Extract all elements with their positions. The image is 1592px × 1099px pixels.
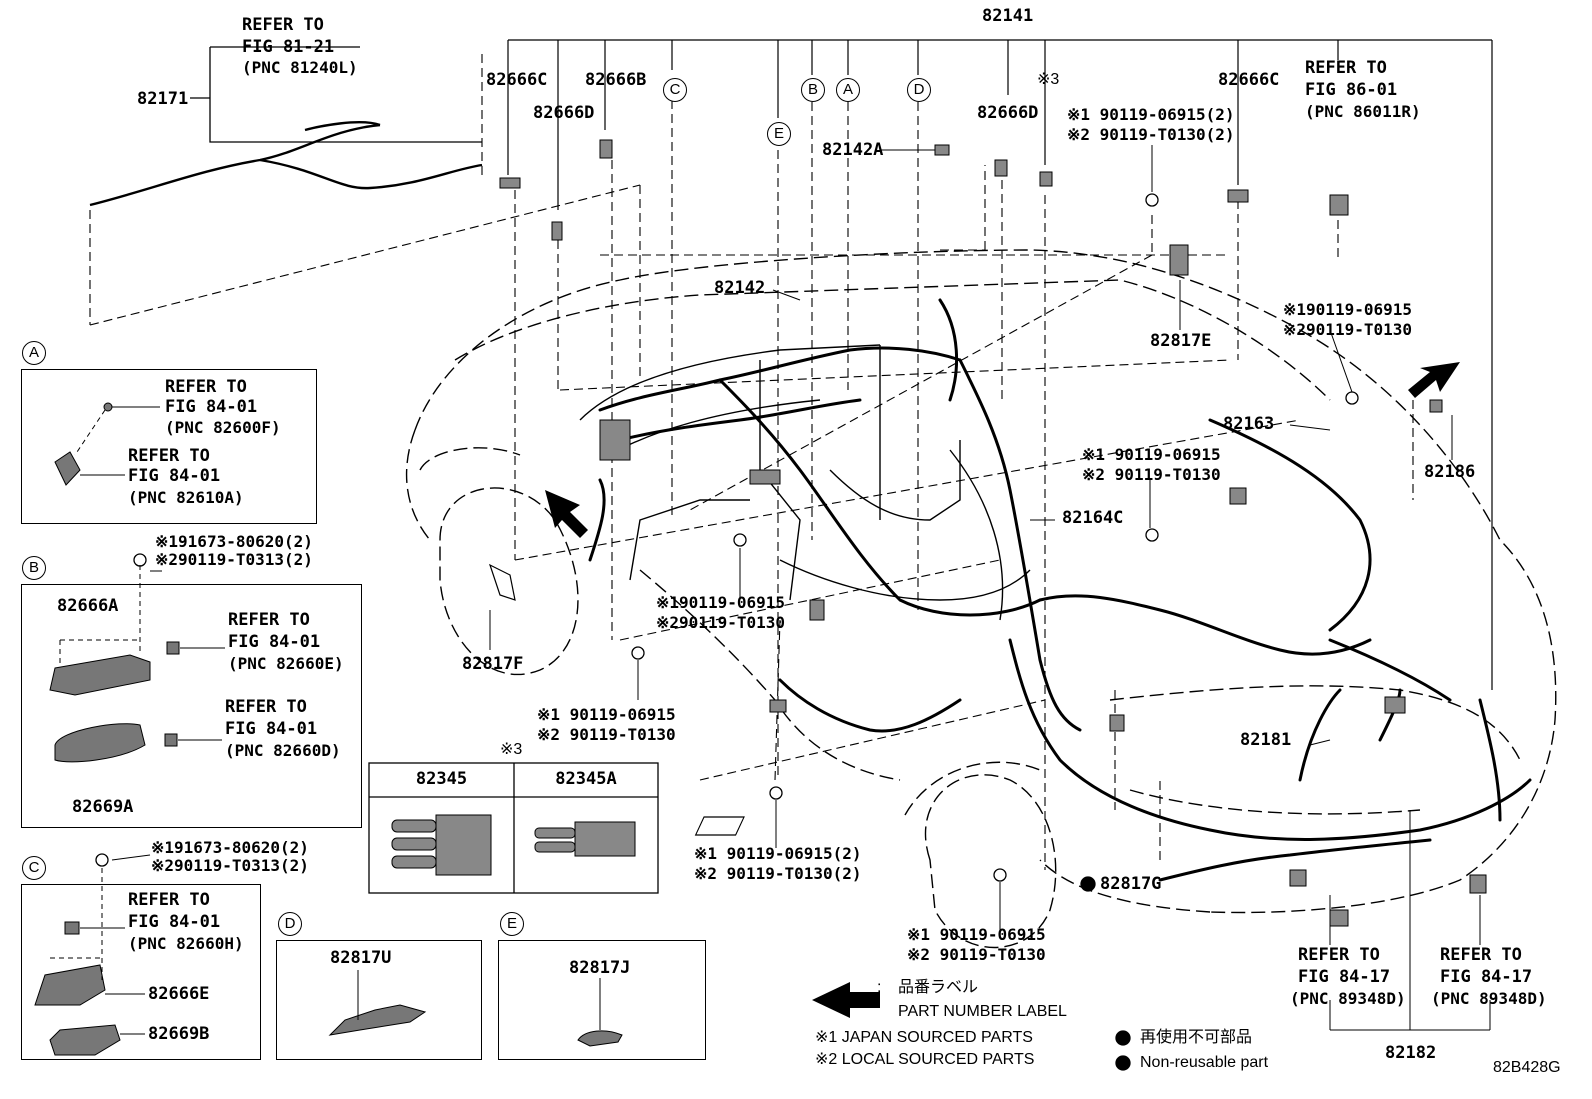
inset-B-ref2-line1: REFER TO xyxy=(225,697,307,717)
bolt-right-local: ※290119-T0130 xyxy=(1283,320,1412,339)
inset-A-box xyxy=(21,369,317,524)
fuse-col-82345A: 82345A xyxy=(555,769,617,789)
inset-B-ref1-line2: FIG 84-01 xyxy=(228,632,321,652)
inset-B-box xyxy=(21,584,362,828)
refer-81-21-line2: FIG 81-21 xyxy=(242,37,335,57)
part-82666A-label: 82666A xyxy=(57,596,119,616)
inset-B-ref1-line1: REFER TO xyxy=(228,610,310,630)
inset-A-ref1-line2: FIG 84-01 xyxy=(165,397,258,417)
bolt-left-japan: ※1 90119-06915 xyxy=(537,705,676,724)
inset-B-ref1-line3: (PNC 82660E) xyxy=(228,654,344,673)
refer-84-17-a-line2: FIG 84-17 xyxy=(1298,967,1391,987)
inset-B-ref2-line3: (PNC 82660D) xyxy=(225,741,341,760)
inset-C-ref-line3: (PNC 82660H) xyxy=(128,934,244,953)
inset-E-callout: E xyxy=(500,912,524,936)
fuse-col-82345: 82345 xyxy=(415,769,468,789)
inset-C-bolt-local: ※290119-T0313(2) xyxy=(151,856,309,875)
legend-nonreusable-en: Non-reusable part xyxy=(1140,1054,1269,1071)
note-3-top: ※3 xyxy=(1037,71,1060,88)
inset-B-bolt-local: ※290119-T0313(2) xyxy=(155,550,313,569)
callout-D: D xyxy=(907,78,931,102)
refer-86-line2: FIG 86-01 xyxy=(1305,80,1398,100)
bolt-bb-japan: ※1 90119-06915 xyxy=(907,925,1046,944)
part-82669B-label: 82669B xyxy=(148,1024,210,1044)
inset-A-callout: A xyxy=(22,341,46,365)
part-82666D-left-label: 82666D xyxy=(533,103,595,123)
inset-B-bolt-japan: ※191673-80620(2) xyxy=(155,532,313,551)
inset-E-box xyxy=(498,940,706,1060)
inset-D-box xyxy=(276,940,482,1060)
inset-A-ref1-line1: REFER TO xyxy=(165,377,247,397)
part-82186-label: 82186 xyxy=(1424,462,1476,482)
legend-label-jp: 品番ラベル xyxy=(898,979,979,996)
part-82181-label: 82181 xyxy=(1240,730,1292,750)
part-82141-label: 82141 xyxy=(982,6,1034,26)
inset-B-ref2-line2: FIG 84-01 xyxy=(225,719,318,739)
inset-A-ref2-line1: REFER TO xyxy=(128,446,210,466)
inset-A-ref2-line3: (PNC 82610A) xyxy=(128,488,244,507)
part-82817F-label: 82817F xyxy=(462,654,524,674)
callout-B: B xyxy=(801,78,825,102)
inset-C-callout: C xyxy=(22,856,46,880)
part-82164C-label: 82164C xyxy=(1062,508,1124,528)
part-82171-label: 82171 xyxy=(137,89,189,109)
bolt-right-japan: ※190119-06915 xyxy=(1283,300,1412,319)
bolt-bb-local: ※2 90119-T0130 xyxy=(907,945,1046,964)
fuse-table-note: ※3 xyxy=(500,741,523,758)
refer-84-17-a-line1: REFER TO xyxy=(1298,945,1380,965)
bolt-center-japan: ※190119-06915 xyxy=(656,593,785,612)
part-82817E-label: 82817E xyxy=(1150,331,1212,351)
part-82817G-label: 82817G xyxy=(1100,874,1162,894)
part-82182-label: 82182 xyxy=(1385,1043,1437,1063)
legend-colon: : xyxy=(877,979,882,996)
inset-D-callout: D xyxy=(278,912,302,936)
part-82666C-right-label: 82666C xyxy=(1218,70,1280,90)
refer-84-17-b-line2: FIG 84-17 xyxy=(1440,967,1533,987)
refer-81-21-line3: (PNC 81240L) xyxy=(242,58,358,77)
inset-A-ref2-line2: FIG 84-01 xyxy=(128,466,221,486)
bolt-center-local: ※290119-T0130 xyxy=(656,613,785,632)
part-82666B-label: 82666B xyxy=(585,70,647,90)
refer-84-17-a-line3: (PNC 89348D) xyxy=(1290,989,1406,1008)
bolt-top-japan: ※1 90119-06915(2) xyxy=(1067,105,1235,124)
refer-84-17-b-line3: (PNC 89348D) xyxy=(1431,989,1547,1008)
refer-81-21-line1: REFER TO xyxy=(242,15,324,35)
part-82666E-label: 82666E xyxy=(148,984,210,1004)
legend-label-en: PART NUMBER LABEL xyxy=(898,1003,1067,1020)
diagram-code: 82B428G xyxy=(1493,1059,1561,1076)
callout-E: E xyxy=(767,122,791,146)
bolt-mid-local: ※2 90119-T0130 xyxy=(1082,465,1221,484)
part-82666C-left-label: 82666C xyxy=(486,70,548,90)
bolt-bottom-local: ※2 90119-T0130(2) xyxy=(694,864,862,883)
part-82163-label: 82163 xyxy=(1223,414,1275,434)
legend-local-sourced: ※2 LOCAL SOURCED PARTS xyxy=(815,1051,1035,1068)
part-82666D-right-label: 82666D xyxy=(977,103,1039,123)
inset-C-bolt-japan: ※191673-80620(2) xyxy=(151,838,309,857)
bolt-left-local: ※2 90119-T0130 xyxy=(537,725,676,744)
part-82817J-label: 82817J xyxy=(569,958,631,978)
part-82817U-label: 82817U xyxy=(330,948,392,968)
refer-84-17-b-line1: REFER TO xyxy=(1440,945,1522,965)
legend-nonreusable-jp: 再使用不可部品 xyxy=(1140,1029,1253,1046)
inset-A-ref1-line3: (PNC 82600F) xyxy=(165,418,281,437)
inset-B-callout: B xyxy=(22,556,46,580)
callout-C: C xyxy=(663,78,687,102)
part-82142-label: 82142 xyxy=(714,278,766,298)
inset-C-ref-line2: FIG 84-01 xyxy=(128,912,221,932)
inset-C-ref-line1: REFER TO xyxy=(128,890,210,910)
refer-86-line1: REFER TO xyxy=(1305,58,1387,78)
bolt-bottom-japan: ※1 90119-06915(2) xyxy=(694,844,862,863)
inset-C-box xyxy=(21,884,261,1060)
bolt-top-local: ※2 90119-T0130(2) xyxy=(1067,125,1235,144)
legend-japan-sourced: ※1 JAPAN SOURCED PARTS xyxy=(815,1029,1033,1046)
refer-86-line3: (PNC 86011R) xyxy=(1305,102,1421,121)
part-82669A-label: 82669A xyxy=(72,797,134,817)
part-82142A-label: 82142A xyxy=(822,140,884,160)
callout-A: A xyxy=(836,78,860,102)
bolt-mid-japan: ※1 90119-06915 xyxy=(1082,445,1221,464)
